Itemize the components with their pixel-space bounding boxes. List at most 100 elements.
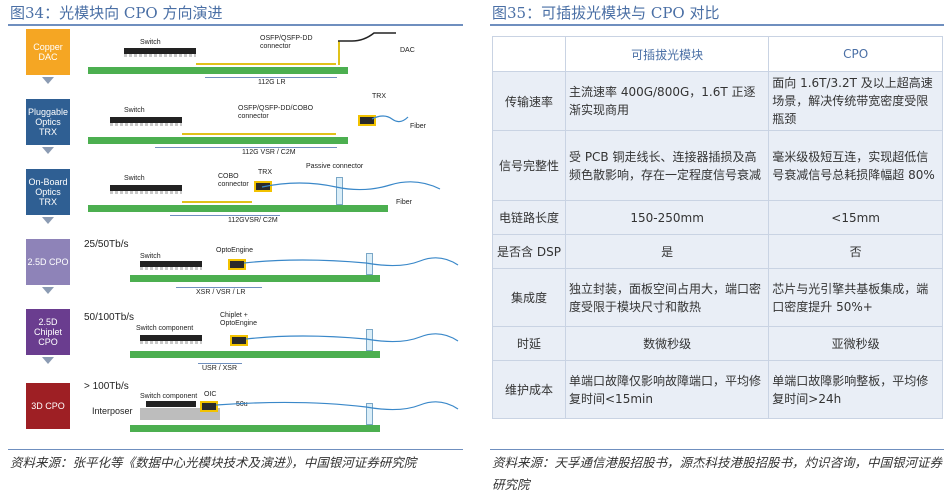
trx-label: TRX [258, 169, 272, 176]
table-cell: 芯片与光引擎共基板集成，端口密度提升 50%+ [768, 268, 943, 327]
cobo-connector-label: COBO connector [218, 173, 249, 188]
switch-label: Switch [140, 253, 161, 260]
right-source: 资料来源：天孚通信港股招股书，源杰科技港股招股书，灼识咨询，中国银河证券研究院 [492, 455, 943, 492]
row-header: 电链路长度 [492, 200, 566, 235]
stage-on-board-optics: On-Board Optics TRX [26, 169, 70, 215]
connector-trace [338, 41, 340, 65]
solder-bumps [110, 191, 182, 194]
dimension-label: 112G VSR / C2M [242, 149, 296, 156]
right-title-rule [490, 24, 944, 26]
left-source: 资料来源：张平化等《数据中心光模块技术及演进》，中国银河证券研究院 [10, 455, 417, 470]
copper-trace [182, 133, 336, 135]
stage-2-5d-cpo: 2.5D CPO [26, 239, 70, 285]
osfp-cobo-connector-label: OSFP/QSFP-DD/COBO connector [238, 105, 314, 120]
optoengine-label: OptoEngine [216, 247, 253, 254]
stage-3d-cpo: 3D CPO [26, 383, 70, 429]
table-row: 集成度 独立封装，面板空间占用大，端口密度受限于模块尺寸和散热 芯片与光引擎共基… [492, 268, 943, 327]
trx-label: TRX [372, 93, 386, 100]
left-title-rule [8, 24, 463, 26]
speed-label: 50/100Tb/s [84, 312, 135, 323]
table-row: 维护成本 单端口故障仅影响故障端口，平均修复时间<15min 单端口故障影响整板… [492, 360, 943, 419]
chiplet-optoengine-module [230, 335, 248, 346]
table-header-cell: 可插拔光模块 [564, 36, 770, 72]
pcb-board [130, 351, 380, 358]
switch-component-label: Switch component [140, 393, 198, 400]
table-row: 电链路长度 150-250mm <15mm [492, 200, 943, 235]
switch-label: Switch [124, 175, 145, 182]
copper-trace [196, 63, 336, 65]
cpo-evolution-diagram: Copper DAC Pluggable Optics TRX On-Board… [0, 27, 462, 447]
pcb-board [130, 425, 380, 432]
dimension-line [176, 287, 262, 288]
switch-chip [140, 261, 202, 267]
table-cell: <15mm [768, 200, 943, 235]
solder-bumps [140, 341, 202, 344]
stage-pluggable-optics: Pluggable Optics TRX [26, 99, 70, 145]
switch-chip [110, 117, 182, 123]
stage-arrow [42, 287, 54, 294]
dimension-label: XSR / VSR / LR [196, 289, 246, 296]
table-cell: 面向 1.6T/3.2T 及以上超高速场景，解决传统带宽密度受限瓶颈 [768, 71, 943, 131]
switch-label: Switch [124, 107, 145, 114]
table-row: 信号完整性 受 PCB 铜走线长、连接器插损及高频色散影响，存在一定程度信号衰减… [492, 130, 943, 201]
optoengine-module [228, 259, 246, 270]
table-row: 传输速率 主流速率 400G/800G，1.6T 正逐渐实现商用 面向 1.6T… [492, 71, 943, 131]
speed-label: > 100Tb/s [84, 381, 129, 392]
table-cell: 亚微秒级 [768, 326, 943, 361]
table-cell: 否 [768, 234, 943, 269]
pcb-board [88, 137, 348, 144]
table-cell: 数微秒级 [564, 326, 770, 361]
solder-bumps [124, 54, 196, 57]
speed-label: 25/50Tb/s [84, 239, 129, 250]
dimension-line [198, 363, 242, 364]
stage-arrow [42, 357, 54, 364]
pcb-board [88, 67, 348, 74]
passive-connector [336, 177, 343, 205]
table-header-row: 可插拔光模块 CPO [492, 36, 943, 72]
table-cell: 单端口故障仅影响故障端口，平均修复时间<15min [564, 360, 770, 419]
left-source-rule [8, 449, 463, 450]
interposer-label: Interposer [92, 406, 133, 416]
switch-chip [124, 48, 196, 54]
row-header: 维护成本 [492, 360, 566, 419]
table-cell: 主流速率 400G/800G，1.6T 正逐渐实现商用 [564, 71, 770, 131]
table-cell: 毫米级极短互连，实现超低信号衰减信号总耗损降幅超 80% [768, 130, 943, 201]
table-cell: 150-250mm [564, 200, 770, 235]
solder-bumps [140, 267, 202, 270]
fiber-label: Fiber [410, 123, 426, 130]
dimension-line [170, 215, 280, 216]
switch-chip [110, 185, 182, 191]
stage-arrow [42, 77, 54, 84]
stage-arrow [42, 147, 54, 154]
dimension-label: USR / XSR [202, 365, 238, 372]
switch-chip [146, 401, 196, 407]
left-figure-title: 图34：光模块向 CPO 方向演进 [10, 4, 223, 22]
switch-label: Switch [140, 39, 161, 46]
switch-component-label: Switch component [136, 325, 194, 332]
table-header-cell [492, 36, 566, 72]
osfp-connector-label: OSFP/QSFP-DD connector [260, 35, 313, 50]
dimension-line [205, 77, 337, 78]
table-cell: 受 PCB 铜走线长、连接器插损及高频色散影响，存在一定程度信号衰减 [564, 130, 770, 201]
dimension-label: 112G LR [258, 79, 286, 86]
dimension-line [155, 147, 337, 148]
oic-module [200, 401, 218, 412]
passive-connector-label: Passive connector [306, 163, 364, 170]
trx-module [358, 115, 376, 126]
right-source-rule [490, 449, 944, 450]
table-row: 是否含 DSP 是 否 [492, 234, 943, 269]
comparison-table: 可插拔光模块 CPO 传输速率 主流速率 400G/800G，1.6T 正逐渐实… [492, 36, 943, 419]
fiber-lines [215, 32, 459, 411]
table-header-cell: CPO [768, 36, 943, 72]
switch-chip [140, 335, 202, 341]
dac-label: DAC [400, 47, 415, 54]
dimension-label: 112GVSR/ C2M [228, 217, 278, 224]
right-figure-title: 图35：可插拔光模块与 CPO 对比 [492, 4, 720, 22]
fiber-label: Fiber [396, 199, 412, 206]
row-header: 时延 [492, 326, 566, 361]
table-cell: 独立封装，面板空间占用大，端口密度受限于模块尺寸和散热 [564, 268, 770, 327]
micron-label: 50u [236, 401, 248, 408]
row-header: 信号完整性 [492, 130, 566, 201]
solder-bumps [110, 123, 182, 126]
table-row: 时延 数微秒级 亚微秒级 [492, 326, 943, 361]
